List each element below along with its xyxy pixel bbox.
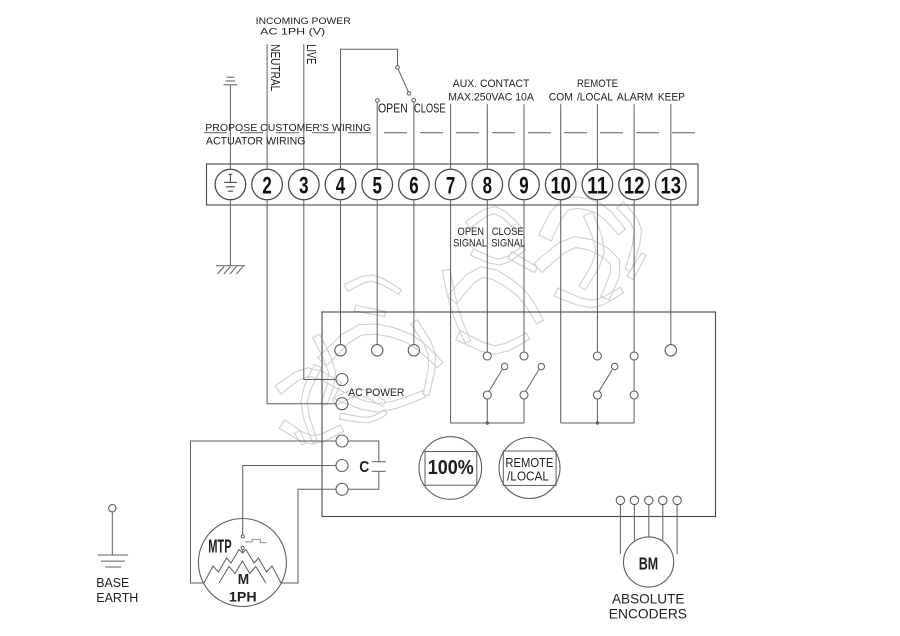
svg-text:COM: COM — [549, 91, 573, 103]
svg-text:REMOTE: REMOTE — [577, 78, 618, 90]
svg-text:LIVE: LIVE — [304, 44, 319, 64]
svg-text:PROPOSE CUSTOMER'S WIRING: PROPOSE CUSTOMER'S WIRING — [205, 123, 371, 134]
svg-text:REMOTE: REMOTE — [505, 455, 553, 470]
svg-text:10: 10 — [550, 172, 571, 199]
svg-text:ENCODERS: ENCODERS — [609, 607, 687, 622]
svg-text:2: 2 — [262, 172, 271, 199]
svg-text:8: 8 — [483, 172, 492, 199]
svg-text:4: 4 — [336, 172, 346, 199]
svg-text:6: 6 — [409, 172, 418, 199]
svg-text:NEUTRAL: NEUTRAL — [268, 44, 283, 91]
svg-text:100%: 100% — [428, 457, 474, 479]
svg-text:EARTH: EARTH — [96, 591, 138, 605]
svg-text:BASE: BASE — [96, 576, 129, 590]
svg-text:C: C — [359, 459, 369, 476]
svg-text:AC POWER: AC POWER — [348, 387, 404, 399]
svg-text:3: 3 — [299, 172, 308, 199]
svg-text:/LOCAL: /LOCAL — [577, 91, 613, 103]
svg-text:ABSOLUTE: ABSOLUTE — [612, 592, 685, 607]
svg-text:OPEN: OPEN — [458, 226, 485, 238]
svg-text:9: 9 — [519, 172, 528, 199]
svg-text:5: 5 — [373, 172, 382, 199]
svg-text:7: 7 — [446, 172, 455, 199]
svg-text:M: M — [238, 572, 249, 588]
svg-text:11: 11 — [587, 172, 608, 199]
svg-text:OPEN: OPEN — [378, 100, 408, 115]
svg-text:/LOCAL: /LOCAL — [507, 468, 549, 483]
svg-text:KEEP: KEEP — [658, 91, 685, 103]
svg-text:SIGNAL: SIGNAL — [453, 238, 487, 250]
svg-text:CLOSE: CLOSE — [492, 226, 524, 238]
svg-text:AC 1PH (V): AC 1PH (V) — [260, 26, 325, 37]
svg-text:ACTUATOR WIRING: ACTUATOR WIRING — [206, 136, 306, 148]
svg-text:BM: BM — [639, 553, 658, 573]
svg-text:MAX.250VAC 10A: MAX.250VAC 10A — [448, 91, 534, 103]
svg-text:CLOSE: CLOSE — [414, 100, 446, 115]
svg-text:1PH: 1PH — [229, 589, 257, 605]
svg-text:SIGNAL: SIGNAL — [491, 238, 525, 250]
svg-text:ALARM: ALARM — [617, 91, 654, 103]
svg-text:INCOMING POWER: INCOMING POWER — [256, 15, 351, 26]
svg-text:12: 12 — [624, 172, 645, 199]
svg-text:AUX. CONTACT: AUX. CONTACT — [453, 78, 530, 90]
svg-text:13: 13 — [661, 172, 682, 199]
svg-text:MTP: MTP — [208, 537, 231, 557]
